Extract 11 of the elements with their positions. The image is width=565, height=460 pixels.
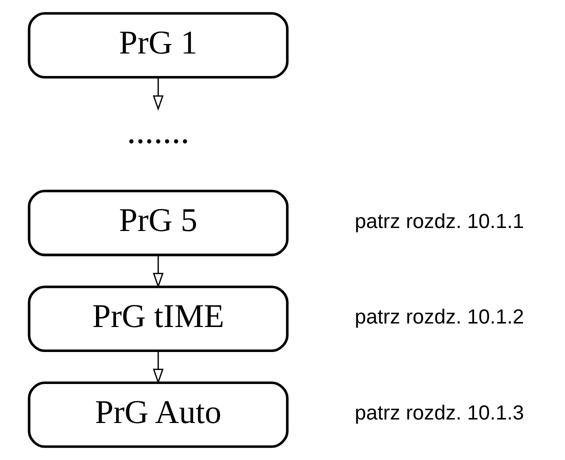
node-label: patrz rozdz. 10.1.1 [354,210,524,233]
node-label: patrz rozdz. 10.1.2 [354,306,524,329]
node-box: PrG 1 [28,12,289,79]
arrow [152,351,164,384]
node-box: PrG 5 [28,190,289,256]
node-box: PrG Auto [28,381,289,448]
arrow [152,255,164,288]
node-box: PrG tIME [28,286,289,352]
node-text: ....... [126,110,190,151]
arrow [152,78,164,111]
node-label: patrz rozdz. 10.1.3 [354,402,524,425]
